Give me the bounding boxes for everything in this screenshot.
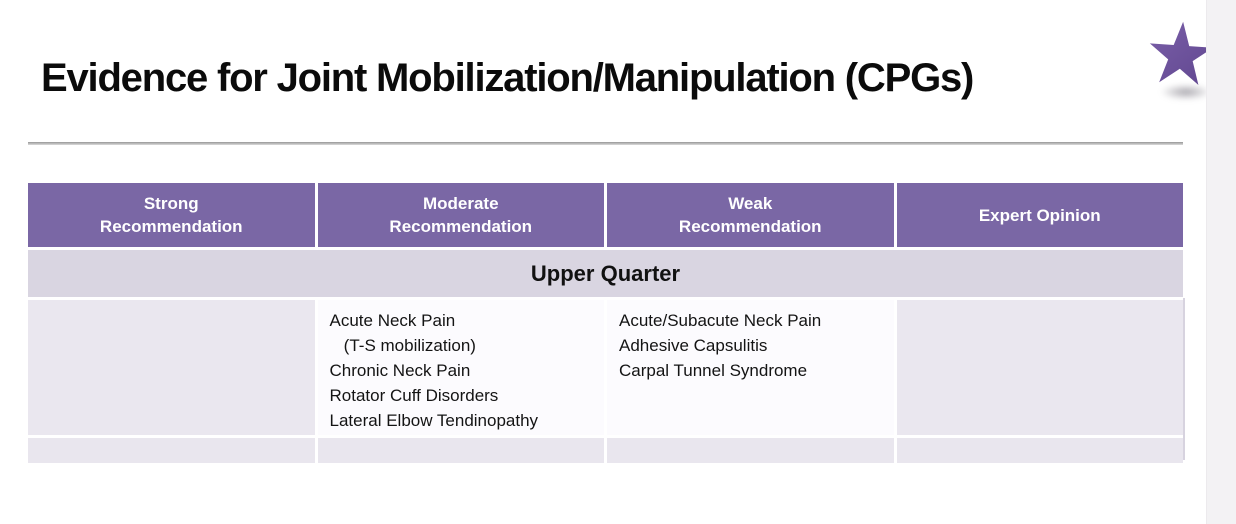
slide-title: Evidence for Joint Mobilization/Manipula… <box>41 56 974 100</box>
cell-weak-upper-quarter: Acute/Subacute Neck Pain Adhesive Capsul… <box>607 300 894 435</box>
app-background-band <box>1206 0 1236 524</box>
section-row-upper-quarter: Upper Quarter <box>28 250 1183 297</box>
cell-strong-upper-quarter <box>28 300 315 435</box>
footer-cell <box>317 438 604 463</box>
table-right-edge <box>1183 298 1185 460</box>
footer-cell <box>28 438 315 463</box>
evidence-table: Strong Recommendation Moderate Recommend… <box>28 183 1183 463</box>
footer-cell <box>607 438 894 463</box>
footer-cell <box>896 438 1183 463</box>
star-icon <box>1149 21 1214 85</box>
star-decoration <box>1148 20 1216 106</box>
column-header-moderate: Moderate Recommendation <box>317 183 604 247</box>
star-shadow <box>1160 84 1212 100</box>
column-header-expert: Expert Opinion <box>896 183 1183 247</box>
cell-expert-upper-quarter <box>896 300 1183 435</box>
cell-moderate-upper-quarter: Acute Neck Pain (T-S mobilization) Chron… <box>317 300 604 435</box>
title-divider <box>28 142 1183 145</box>
column-header-strong: Strong Recommendation <box>28 183 315 247</box>
column-header-weak: Weak Recommendation <box>607 183 894 247</box>
